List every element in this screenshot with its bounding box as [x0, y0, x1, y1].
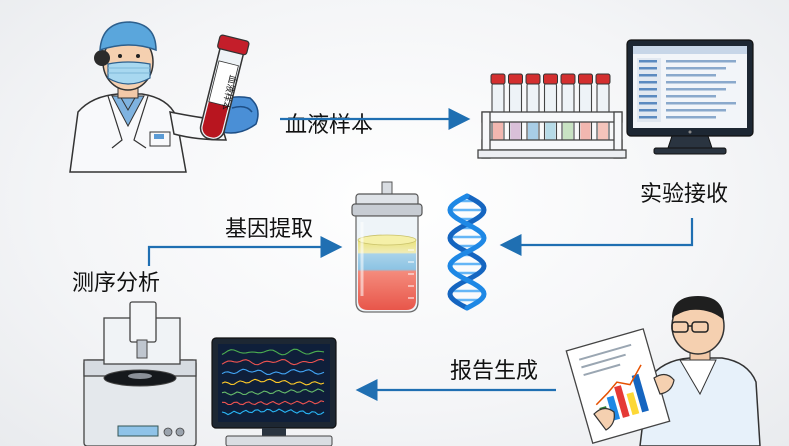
test-tube-icon [525, 73, 541, 147]
sequencing-monitor-illustration [211, 337, 337, 446]
test-tube-icon [543, 73, 558, 147]
test-tube-icon [490, 73, 506, 147]
blood-tube-icon [199, 34, 250, 141]
test-tube-icon [578, 73, 593, 147]
step-label-lab-receive: 实验接收 [640, 182, 728, 207]
doctor-illustration: 血液样本 [69, 21, 259, 173]
lab-monitor-illustration [626, 39, 754, 155]
dna-helix-icon [447, 193, 487, 311]
test-tube-icon [508, 73, 523, 147]
sequencer-machine-illustration [83, 301, 197, 446]
step-label-report: 报告生成 [450, 359, 538, 384]
data-table-icon [637, 58, 736, 122]
arrow-sequencing-to-extraction [147, 236, 343, 266]
test-tube-rack-illustration [477, 73, 627, 159]
step-label-sequencing: 测序分析 [72, 271, 160, 296]
extraction-container-illustration [351, 181, 423, 313]
report-document-icon [565, 328, 671, 445]
arrow-receive-to-dna [499, 218, 694, 256]
test-tube-icon [560, 73, 576, 147]
analyst-illustration [565, 296, 761, 446]
step-label-gene-extract: 基因提取 [225, 217, 313, 242]
step-label-blood-sample: 血液样本 [285, 113, 373, 138]
test-tube-icon [595, 73, 611, 147]
sequencing-waveform-icon [221, 348, 325, 416]
